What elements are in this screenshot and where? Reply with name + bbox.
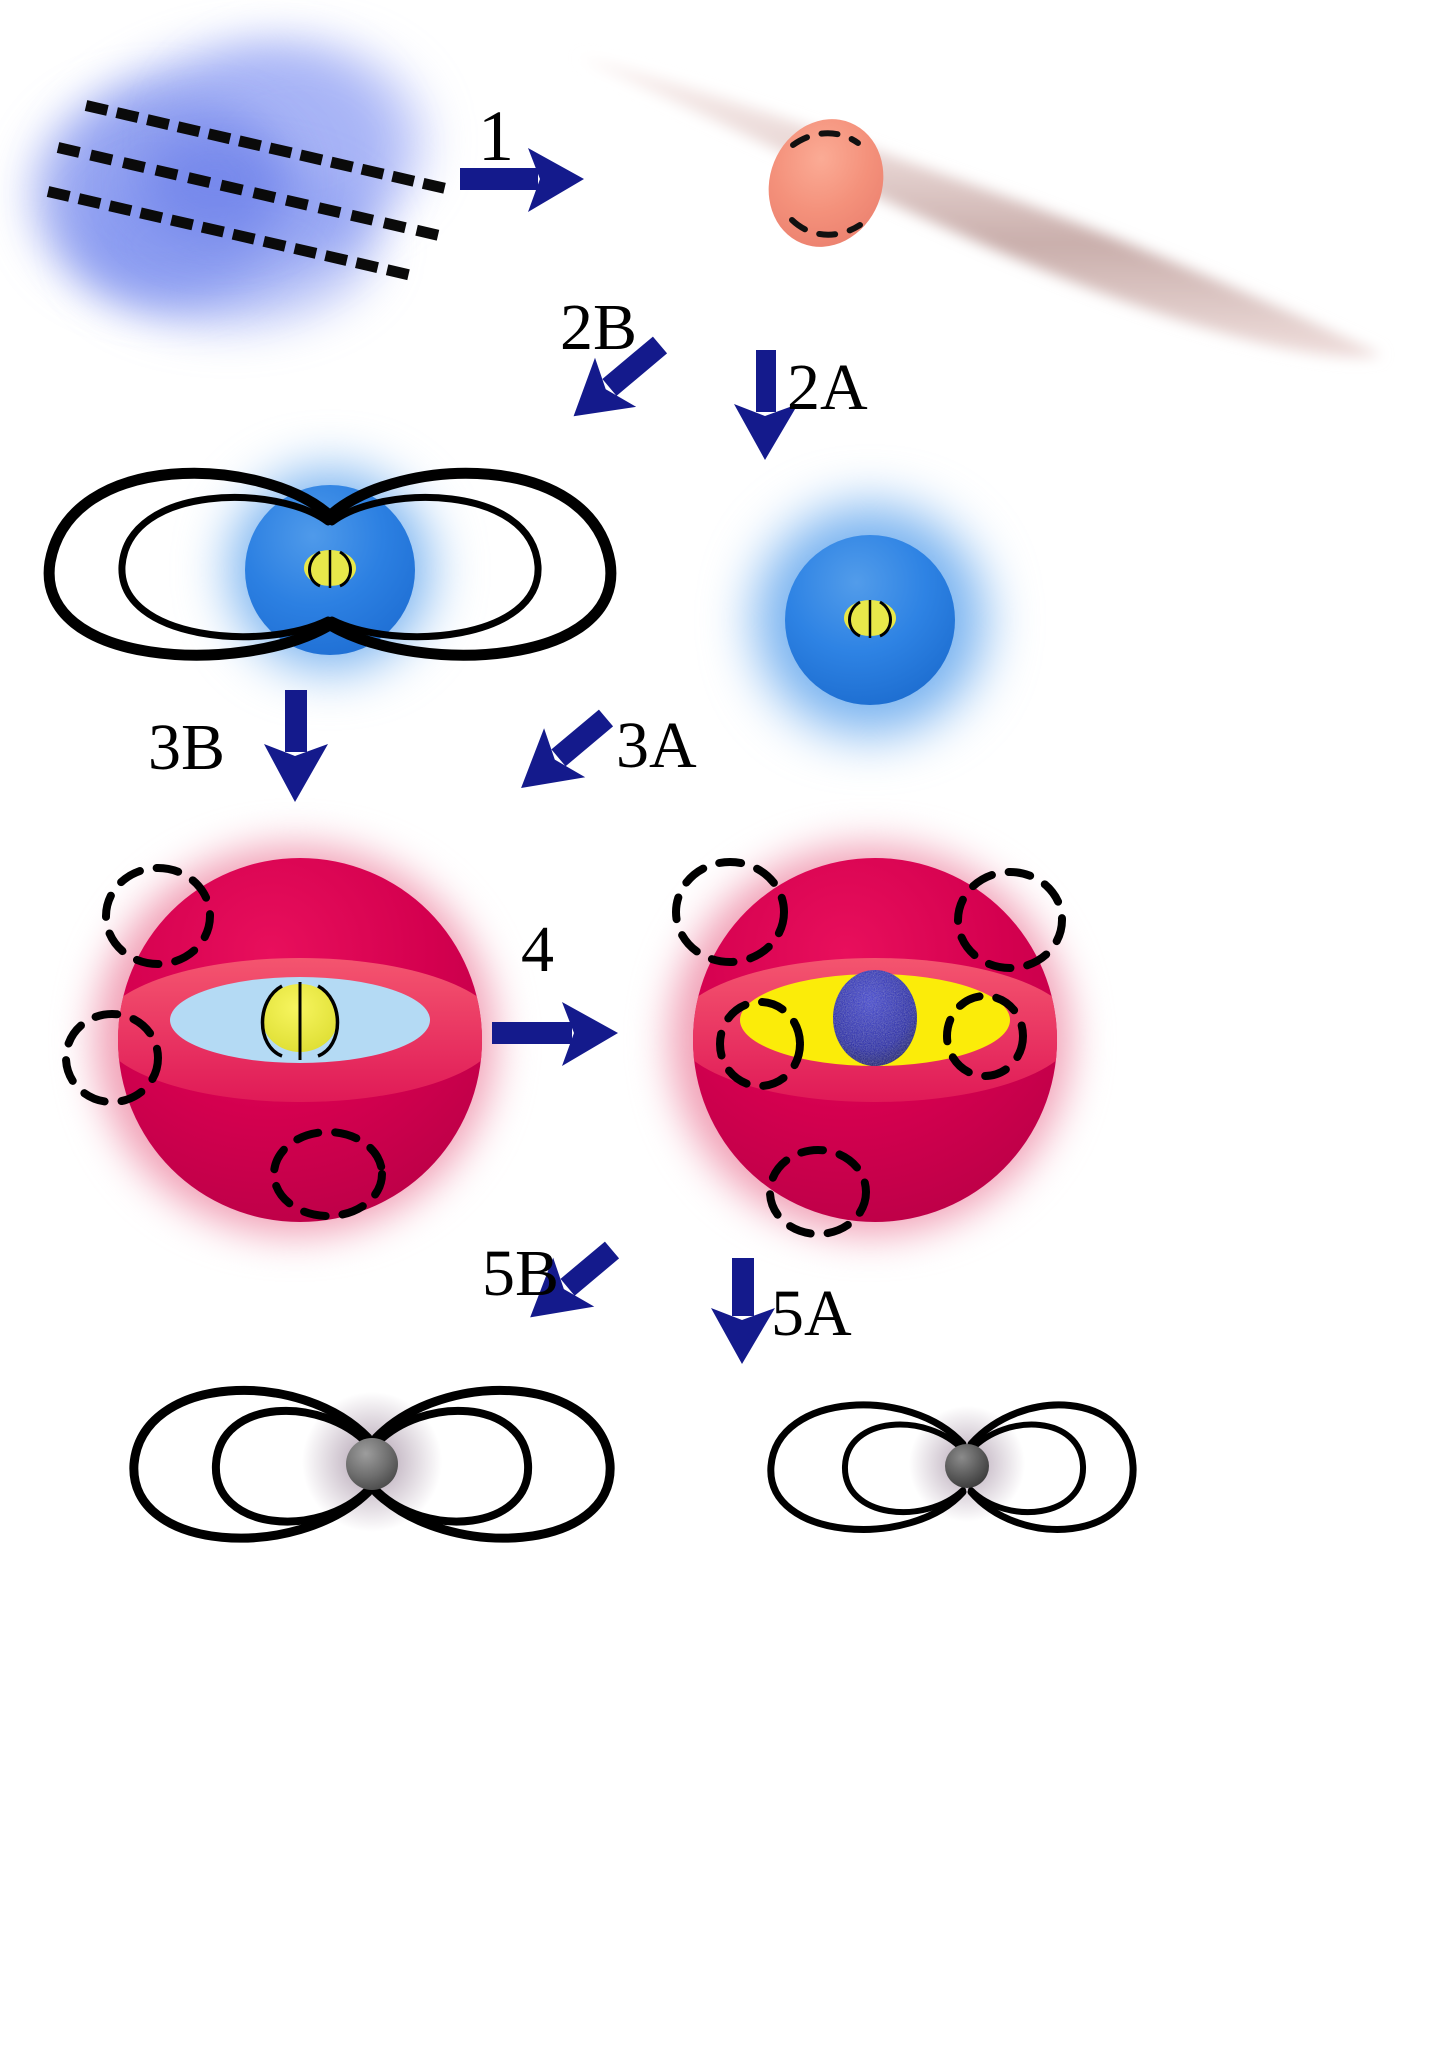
stage-molecular-cloud <box>20 6 446 350</box>
cloud-blob <box>140 120 290 240</box>
stage-filament-core <box>560 15 1435 385</box>
step-label-3B: 3B <box>148 711 226 784</box>
arrow-step-3B <box>264 690 328 802</box>
compact-star-sphere <box>945 1444 989 1488</box>
step-label-2B: 2B <box>560 291 638 364</box>
step-label-1: 1 <box>478 96 514 176</box>
filament-spindle <box>578 57 1382 358</box>
compact-star-sphere <box>346 1438 398 1490</box>
step-label-5B: 5B <box>482 1237 560 1310</box>
stage-magnetized-protostar <box>10 440 650 700</box>
step-label-5A: 5A <box>771 1277 852 1350</box>
stage-weak-field-protostar <box>690 470 1060 770</box>
arrow-step-3A <box>521 709 614 788</box>
stage-final-dipole-small <box>735 1360 1155 1570</box>
convective-cell-dashed <box>270 1128 386 1220</box>
core-outline-dashed <box>789 217 863 238</box>
cloud-blob <box>80 160 380 330</box>
stage-final-dipole-large <box>110 1340 630 1590</box>
cloud-blob <box>30 90 280 300</box>
magnetized-star-body <box>62 858 482 1222</box>
convective-star-body <box>672 858 1066 1238</box>
weak-field-protostar-sphere <box>785 535 955 705</box>
convective-cell-dashed <box>766 1146 870 1238</box>
step-label-4: 4 <box>521 913 554 986</box>
convective-cell-dashed <box>672 858 788 966</box>
final-dipole-small-loops <box>767 1401 1137 1533</box>
convective-cell-dashed <box>102 864 214 968</box>
cloud-blob <box>170 40 430 240</box>
step-label-2A: 2A <box>787 351 868 424</box>
convective-cell-dashed <box>62 1010 162 1106</box>
arrow-step-5A <box>711 1258 775 1364</box>
stage-convective-star <box>630 820 1120 1260</box>
stage-magnetized-star <box>60 820 540 1260</box>
convective-cell-dashed <box>943 992 1027 1080</box>
step-label-3A: 3A <box>616 709 697 782</box>
convective-cell-dashed <box>716 998 804 1090</box>
core-outline-dashed <box>790 130 861 148</box>
convective-cell-dashed <box>954 868 1066 972</box>
final-dipole-large-loops <box>129 1386 615 1543</box>
dense-core <box>768 119 884 247</box>
protostar-field-loops <box>43 467 617 661</box>
